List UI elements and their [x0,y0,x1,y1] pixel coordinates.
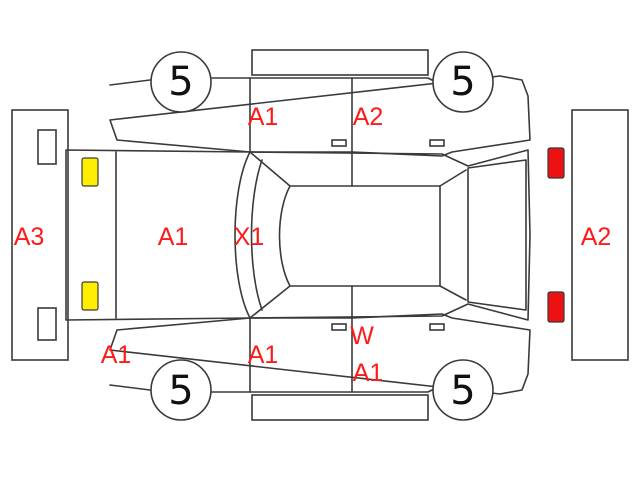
top-view-body [65,149,531,321]
code-front-bumper: A3 [14,223,45,251]
code-top-front-door: A1 [248,103,279,131]
front-bumper-detail-bottom [37,307,57,341]
bottom-rear-handle [429,323,445,331]
front-light-bottom [81,281,99,311]
wheel-rear-right-score: 5 [450,368,475,414]
code-bottom-front-door: A1 [248,341,279,369]
front-light-top [81,157,99,187]
top-side-rail [251,49,429,76]
wheel-front-left-score: 5 [168,59,193,105]
c-pillar-top [439,169,467,187]
top-rear-handle [429,139,445,147]
bottom-side-rail [251,394,429,421]
code-rear-bumper: A2 [581,223,612,251]
top-front-handle [331,139,347,147]
code-bottom-front-fender: A1 [101,341,132,369]
rear-bumper [571,109,629,361]
code-bottom-rear-door-w: W [350,322,374,350]
wheel-rear-left-score: 5 [450,59,475,105]
windshield-inner [250,159,263,311]
rear-window [467,159,527,311]
wheel-rear-left [432,51,494,113]
rear-light-top [547,147,565,179]
wheel-front-right [150,359,212,421]
code-hood: A1 [158,223,189,251]
rear-light-bottom [547,291,565,323]
a-pillar-top [249,151,291,187]
wheel-rear-right [432,359,494,421]
code-top-rear-door: A2 [353,103,384,131]
bottom-front-handle [331,323,347,331]
cabin-roof [278,185,441,287]
windshield-outline [234,151,251,319]
code-bottom-rear-door: A1 [353,359,384,387]
wheel-front-right-score: 5 [168,368,193,414]
front-bumper-detail-top [37,129,57,165]
code-windshield: X1 [234,223,265,251]
a-pillar-bottom [249,285,291,319]
wheel-front-left [150,51,212,113]
c-pillar-bottom [439,285,467,301]
